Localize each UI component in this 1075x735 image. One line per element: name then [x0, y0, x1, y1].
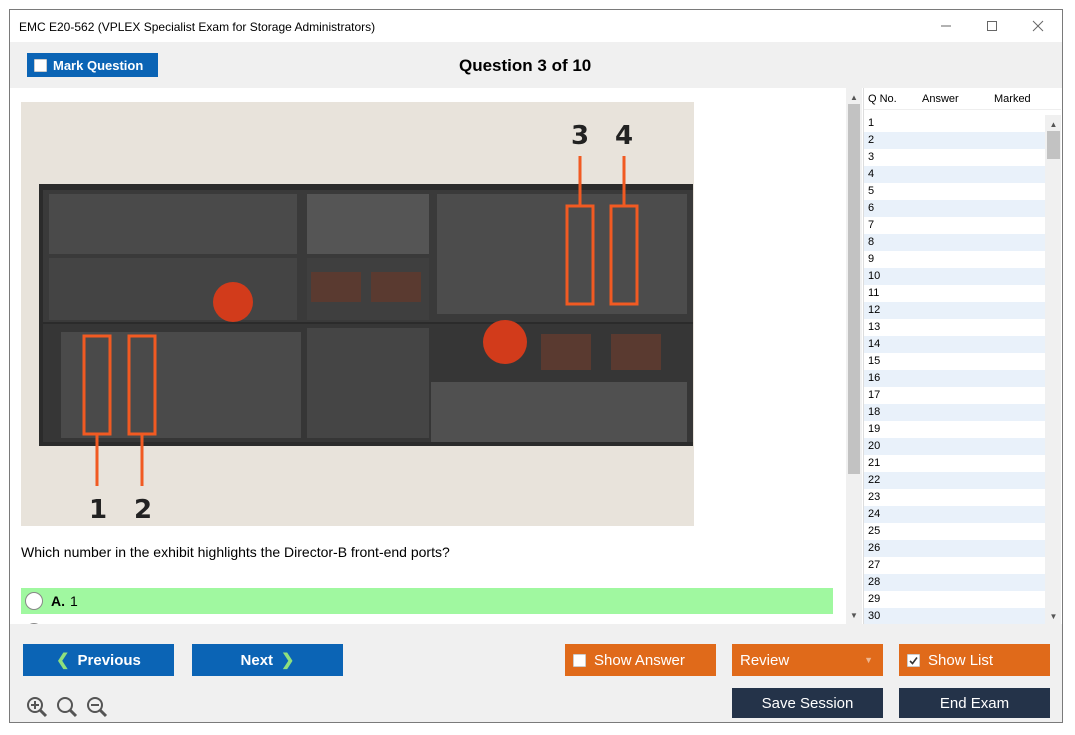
mark-question-label: Mark Question [53, 57, 144, 73]
question-list-row[interactable]: 26 [864, 540, 1045, 557]
exhibit-label-1: 1 [89, 495, 107, 525]
next-label: Next [240, 651, 274, 669]
scroll-up-icon[interactable]: ▲ [850, 92, 858, 102]
question-list-row[interactable]: 21 [868, 457, 881, 469]
question-list-row[interactable]: 23 [868, 491, 881, 503]
save-session-label: Save Session [761, 694, 854, 712]
list-scroll-down-icon[interactable]: ▼ [1049, 611, 1058, 621]
end-exam-label: End Exam [939, 694, 1010, 712]
chevron-down-icon: ▼ [864, 655, 873, 665]
question-list-row[interactable]: 4 [864, 166, 1045, 183]
question-header: Mark Question Question 3 of 10 [10, 42, 1062, 88]
col-marked[interactable]: Marked [994, 92, 1031, 105]
scroll-thumb[interactable] [848, 104, 860, 474]
review-label: Review [740, 651, 790, 669]
exhibit-label-2: 2 [134, 495, 152, 525]
question-list-row[interactable]: 6 [864, 200, 1045, 217]
col-q-no[interactable]: Q No. [868, 92, 897, 105]
question-list-row[interactable]: 7 [868, 219, 875, 231]
checkbox-icon [573, 653, 586, 667]
show-answer-button[interactable]: Show Answer [565, 644, 716, 676]
question-list-row[interactable]: 18 [864, 404, 1045, 421]
option-letter: A. [51, 593, 65, 609]
question-list-row[interactable]: 11 [868, 287, 880, 299]
content-scrollbar[interactable]: ▲ ▼ [846, 88, 862, 624]
option-a[interactable]: A. 1 [21, 588, 833, 614]
exhibit-image: 1 2 3 4 [21, 102, 694, 526]
question-list-row[interactable]: 27 [868, 559, 881, 571]
window-title: EMC E20-562 (VPLEX Specialist Exam for S… [19, 20, 376, 34]
previous-button[interactable]: ❮ Previous [23, 644, 174, 676]
zoom-in-icon[interactable] [26, 696, 48, 724]
question-list-header: Q No. Answer Marked [864, 88, 1061, 110]
option-text: 1 [70, 593, 78, 609]
question-list-row[interactable]: 19 [868, 423, 881, 435]
zoom-out-icon[interactable] [86, 696, 108, 724]
question-list-row[interactable]: 20 [864, 438, 1045, 455]
question-list-row[interactable]: 3 [868, 151, 875, 163]
option-b[interactable]: B. 2 [21, 619, 833, 624]
question-counter: Question 3 of 10 [459, 56, 592, 75]
chevron-right-icon: ❯ [281, 652, 295, 669]
show-list-button[interactable]: Show List [899, 644, 1050, 676]
end-exam-button[interactable]: End Exam [899, 688, 1050, 718]
question-list-row[interactable]: 9 [868, 253, 875, 265]
question-list-row[interactable]: 28 [864, 574, 1045, 591]
minimize-icon[interactable] [923, 14, 969, 38]
exhibit-label-3: 3 [571, 121, 589, 151]
question-list-row[interactable]: 30 [864, 608, 1045, 624]
chevron-left-icon: ❮ [56, 652, 70, 669]
col-answer[interactable]: Answer [922, 92, 959, 105]
radio-icon[interactable] [25, 592, 43, 610]
question-list-scrollbar[interactable]: ▲ ▼ [1045, 115, 1061, 624]
maximize-icon[interactable] [969, 14, 1015, 38]
question-list-row[interactable]: 24 [864, 506, 1045, 523]
zoom-reset-icon[interactable] [56, 696, 78, 724]
title-bar: EMC E20-562 (VPLEX Specialist Exam for S… [10, 10, 1062, 42]
list-scroll-up-icon[interactable]: ▲ [1049, 119, 1058, 129]
close-icon[interactable] [1015, 14, 1061, 38]
question-list-row[interactable]: 5 [868, 185, 875, 197]
next-button[interactable]: Next ❯ [192, 644, 343, 676]
question-list-row[interactable]: 1 [868, 117, 875, 129]
question-list-row[interactable]: 25 [868, 525, 881, 537]
question-list-row[interactable]: 22 [864, 472, 1045, 489]
checkbox-checked-icon [907, 653, 920, 667]
show-list-label: Show List [928, 651, 994, 669]
list-scroll-thumb[interactable] [1047, 131, 1060, 159]
scroll-down-icon[interactable]: ▼ [850, 610, 858, 620]
mark-question-button[interactable]: Mark Question [27, 53, 158, 77]
footer-toolbar: ❮ Previous Next ❯ Show Answer Review ▼ S… [10, 624, 1062, 722]
question-list-row[interactable]: 10 [864, 268, 1045, 285]
save-session-button[interactable]: Save Session [732, 688, 883, 718]
exhibit-label-4: 4 [615, 121, 633, 151]
question-list-row[interactable]: 8 [864, 234, 1045, 251]
app-window: EMC E20-562 (VPLEX Specialist Exam for S… [9, 9, 1063, 723]
review-dropdown[interactable]: Review ▼ [732, 644, 883, 676]
question-list-row[interactable]: 12 [864, 302, 1045, 319]
question-list-row[interactable]: 13 [868, 321, 881, 333]
question-list-row[interactable]: 29 [868, 593, 881, 605]
question-list-row[interactable]: 15 [868, 355, 881, 367]
question-content: 1 2 3 4 Which number in the exhibit high… [10, 88, 846, 624]
question-text: Which number in the exhibit highlights t… [21, 544, 450, 560]
question-list-row[interactable]: 14 [864, 336, 1045, 353]
question-list-row[interactable]: 17 [868, 389, 881, 401]
previous-label: Previous [77, 651, 141, 669]
checkbox-icon [34, 58, 47, 72]
question-list-row[interactable]: 2 [864, 132, 1045, 149]
question-list-row[interactable]: 16 [864, 370, 1045, 387]
show-answer-label: Show Answer [594, 651, 685, 669]
